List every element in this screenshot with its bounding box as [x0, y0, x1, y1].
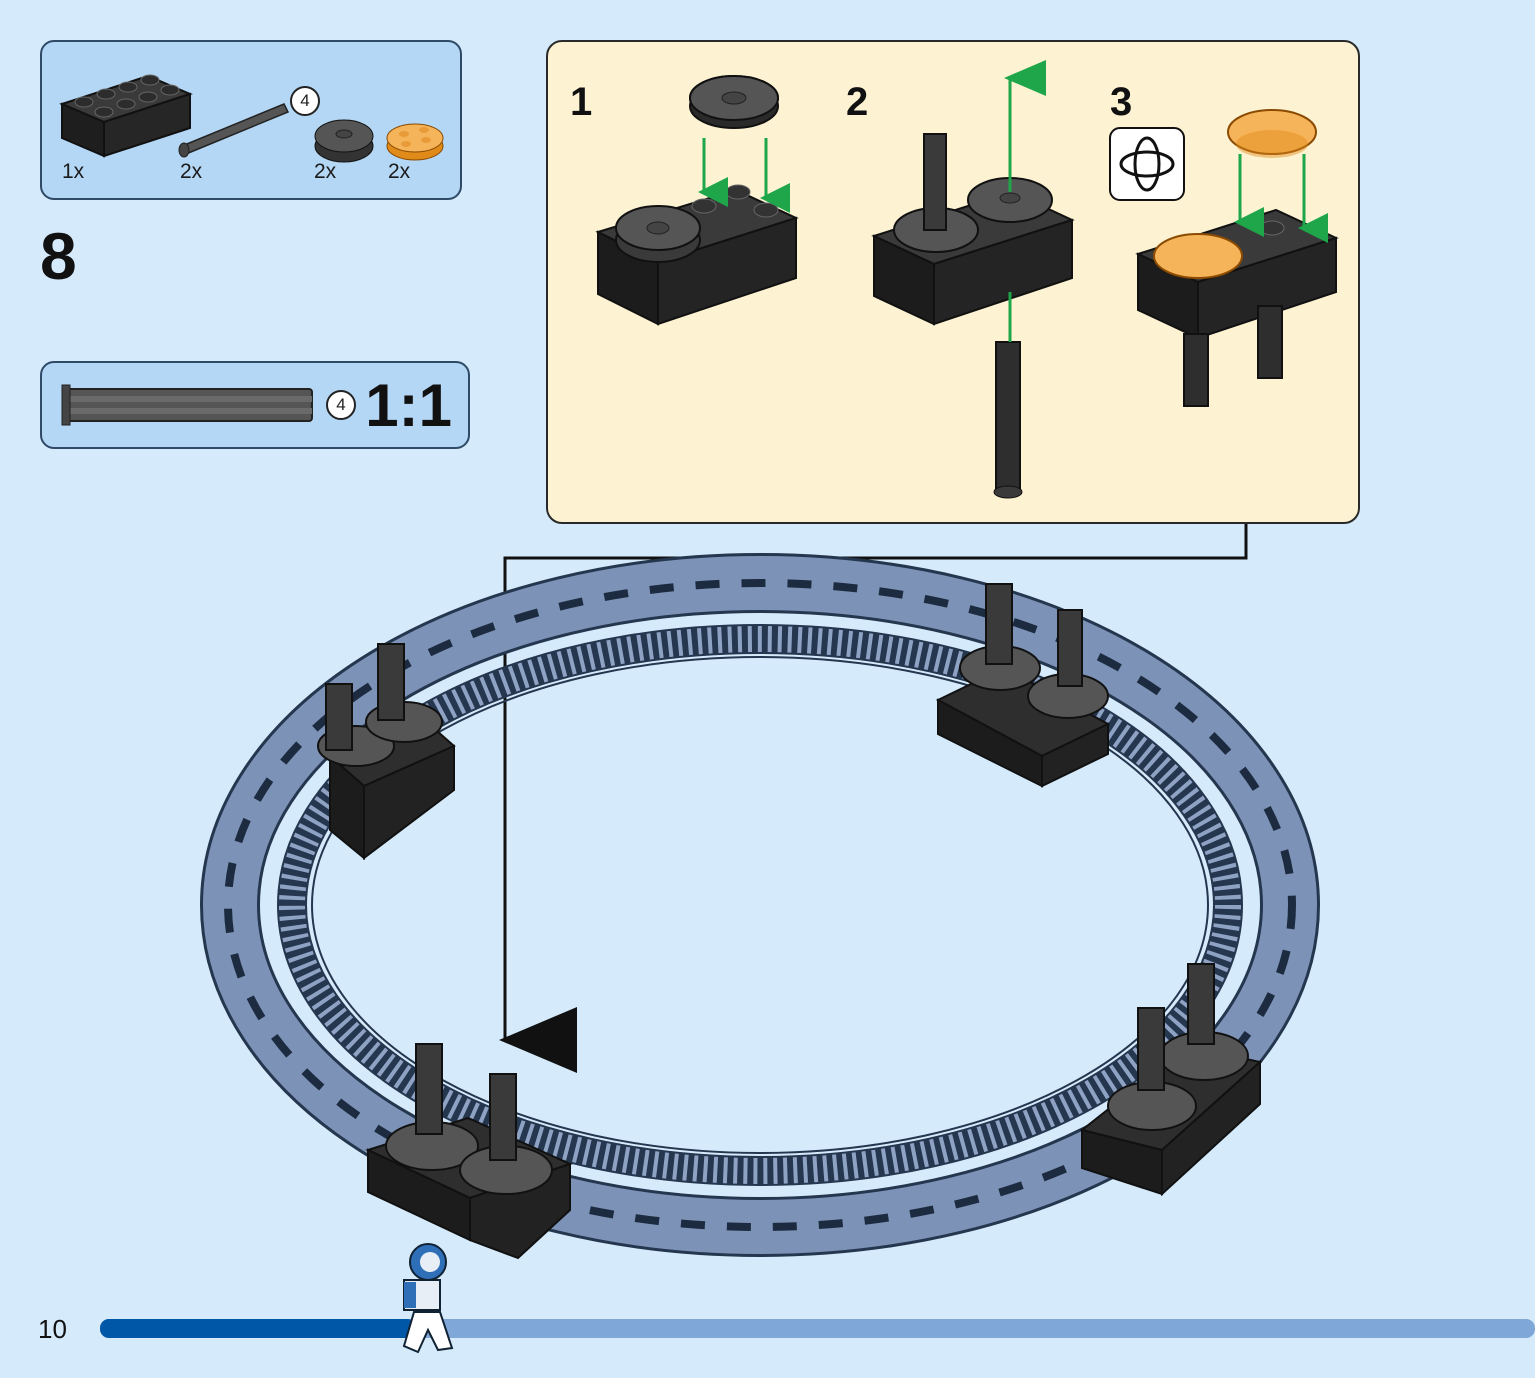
gear-ring	[200, 553, 1320, 1257]
brick-2x4-icon	[59, 74, 193, 158]
support-brick-bottom-right	[1079, 963, 1263, 1197]
sub-step-1-illustration	[595, 75, 799, 326]
progress-bar	[100, 1319, 1535, 1338]
tile-quantity: 2x	[314, 160, 337, 183]
step-number: 8	[40, 219, 77, 293]
round-plate-orange-icon	[386, 123, 444, 161]
callout-arrow	[499, 524, 1248, 1073]
astronaut-progress-icon	[402, 1243, 454, 1354]
round-tile-icon	[314, 119, 374, 163]
parts-illustrations	[59, 74, 444, 163]
page-number: 10	[38, 1314, 67, 1344]
axle-length-callout: 4	[290, 86, 320, 116]
parts-list: 4 1x 2x 2x 2x	[40, 40, 462, 200]
axle-scale-illustration	[61, 384, 313, 426]
axle-quantity: 2x	[180, 160, 203, 183]
progress-track	[100, 1319, 1535, 1338]
sub-step-3-illustration	[1109, 109, 1339, 407]
sub-assembly-panel: 1 2 3	[546, 40, 1360, 524]
sub-step-3-number: 3	[1110, 80, 1133, 124]
support-brick-top-left	[317, 643, 456, 861]
brick-quantity: 1x	[62, 160, 85, 183]
sub-assembly-illustrations	[595, 60, 1339, 499]
support-brick-bottom-left	[365, 1043, 573, 1260]
support-brick-top-right	[935, 583, 1111, 788]
scale-label: 1:1	[365, 372, 452, 439]
sub-step-1-number: 1	[570, 80, 593, 124]
axle-icon	[178, 103, 290, 158]
axle-length-callout: 4	[326, 390, 356, 420]
sub-step-2-illustration	[871, 60, 1075, 499]
scale-reference-box: 4 1:1	[40, 361, 470, 449]
progress-fill	[100, 1319, 416, 1338]
rotate-model-icon	[1109, 127, 1185, 201]
sub-step-2-number: 2	[846, 80, 869, 124]
plate-quantity: 2x	[388, 160, 411, 183]
